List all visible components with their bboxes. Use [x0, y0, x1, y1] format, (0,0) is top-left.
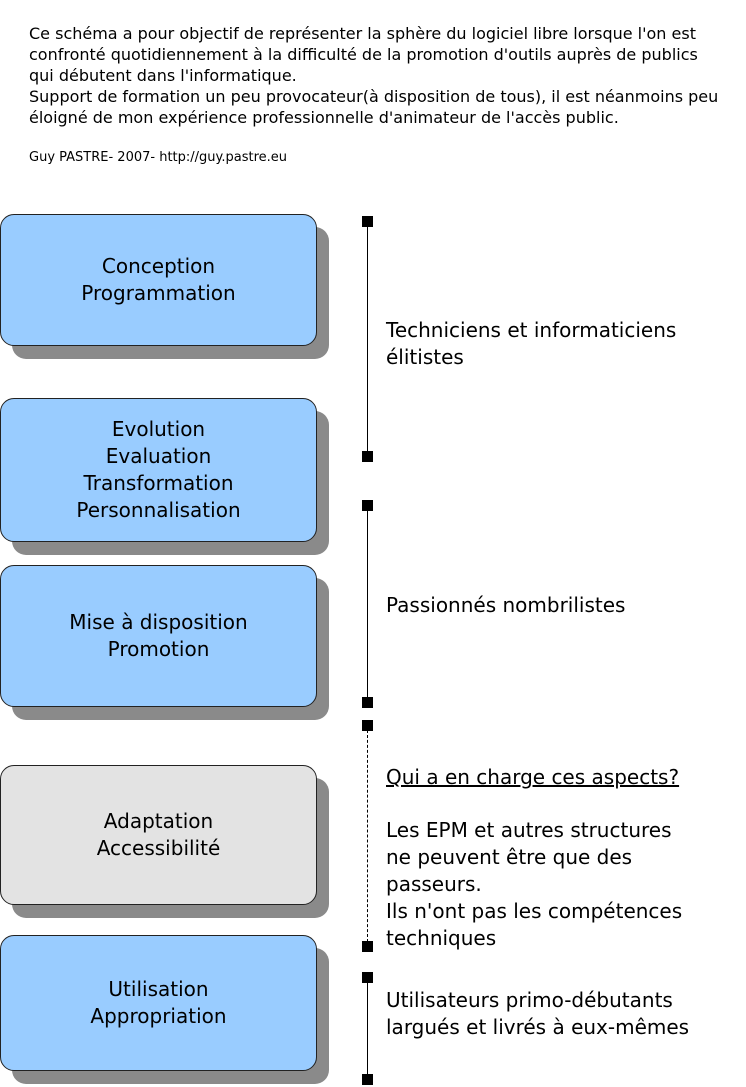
author-credit: Guy PASTRE- 2007- http://guy.pastre.eu: [29, 150, 288, 165]
label-line: Passionnés nombrilistes: [386, 593, 626, 617]
box-adaptation: Adaptation Accessibilité: [0, 765, 317, 905]
box-line: Mise à disposition: [69, 610, 248, 634]
bracket-marker: [362, 216, 373, 227]
label-line: largués et livrés à eux-mêmes: [386, 1015, 690, 1039]
box-line: Programmation: [81, 281, 236, 305]
box-line: Promotion: [107, 637, 210, 661]
box-line: Evaluation: [105, 444, 212, 468]
intro-line: Ce schéma a pour objectif de représenter…: [29, 24, 696, 43]
question-heading: Qui a en charge ces aspects?: [386, 765, 680, 789]
intro-line: éloigné de mon expérience professionnell…: [29, 108, 619, 127]
bracket-marker: [362, 451, 373, 462]
bracket-marker: [362, 500, 373, 511]
box-line: Utilisation: [108, 977, 209, 1001]
label-techniciens: Techniciens et informaticiens élitistes: [386, 317, 676, 371]
bracket-line: [367, 978, 368, 1080]
label-utilisateurs: Utilisateurs primo-débutants largués et …: [386, 987, 689, 1041]
box-utilisation: Utilisation Appropriation: [0, 935, 317, 1071]
box-line: Transformation: [83, 471, 234, 495]
label-line: élitistes: [386, 345, 464, 369]
intro-line: qui débutent dans l'informatique.: [29, 66, 297, 85]
bracket-line: [367, 505, 368, 703]
label-line: passeurs.: [386, 872, 482, 896]
bracket-line-dashed: [367, 725, 368, 947]
box-line: Evolution: [111, 417, 206, 441]
box-conception: Conception Programmation: [0, 214, 317, 346]
bracket-marker: [362, 941, 373, 952]
bracket-marker: [362, 697, 373, 708]
label-line: Les EPM et autres structures: [386, 818, 672, 842]
label-epm: Les EPM et autres structures ne peuvent …: [386, 817, 682, 952]
box-line: Accessibilité: [96, 836, 221, 860]
box-evolution: Evolution Evaluation Transformation Pers…: [0, 398, 317, 542]
label-line: ne peuvent être que des: [386, 845, 633, 869]
box-line: Appropriation: [90, 1004, 227, 1028]
box-mise-a-disposition: Mise à disposition Promotion: [0, 565, 317, 707]
label-line: techniques: [386, 926, 497, 950]
box-line: Personnalisation: [76, 498, 241, 522]
bracket-marker: [362, 972, 373, 983]
bracket-marker: [362, 1074, 373, 1085]
intro-line: confronté quotidiennement à la difficult…: [29, 45, 698, 64]
bracket-line: [367, 221, 368, 457]
label-line: Utilisateurs primo-débutants: [386, 988, 673, 1012]
label-question: Qui a en charge ces aspects?: [386, 764, 679, 791]
box-line: Conception: [101, 254, 216, 278]
intro-line: Support de formation un peu provocateur(…: [29, 87, 719, 106]
label-line: Ils n'ont pas les compétences: [386, 899, 683, 923]
bracket-marker: [362, 720, 373, 731]
box-line: Adaptation: [103, 809, 214, 833]
intro-text: Ce schéma a pour objectif de représenter…: [29, 23, 741, 128]
label-line: Techniciens et informaticiens: [386, 318, 677, 342]
label-passionnes: Passionnés nombrilistes: [386, 592, 625, 619]
